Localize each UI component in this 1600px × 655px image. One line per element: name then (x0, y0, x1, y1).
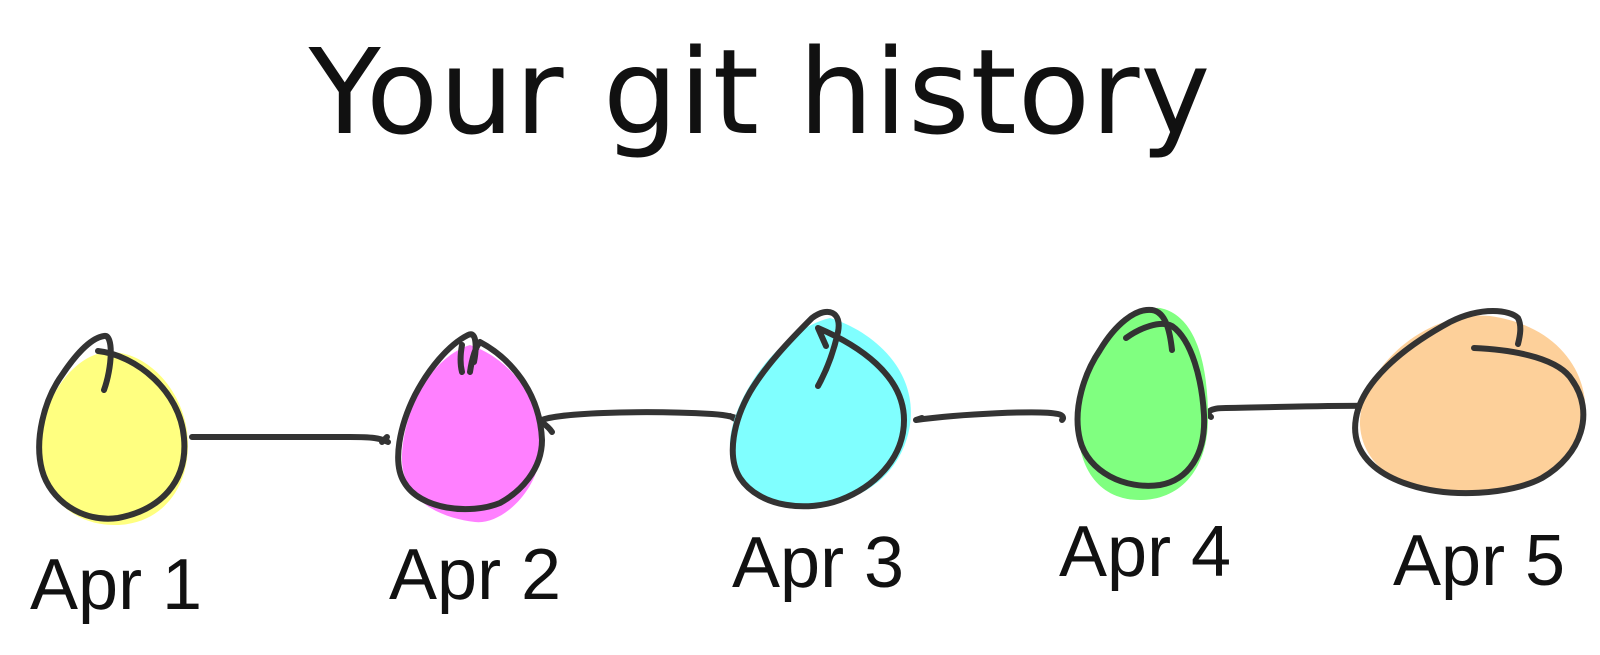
commit-fill-1 (39, 352, 188, 525)
commit-node-3 (729, 308, 911, 510)
commit-label-5: Apr 5 (1393, 521, 1565, 601)
commit-node-4 (1074, 306, 1208, 500)
commit-label-1: Apr 1 (30, 545, 202, 625)
commit-fill-2 (401, 345, 542, 523)
commit-fill-4 (1078, 307, 1208, 500)
commit-node-5 (1352, 308, 1587, 497)
commit-fill-5 (1359, 315, 1586, 495)
commit-node-1 (36, 333, 188, 525)
commit-node-2 (395, 331, 545, 523)
commit-fill-3 (729, 318, 911, 505)
connector-line-2-3 (537, 409, 745, 435)
commit-outline-3 (729, 308, 907, 510)
commit-label-3: Apr 3 (732, 523, 904, 603)
commit-outline-2 (395, 331, 545, 513)
connector-line-3-4 (913, 409, 1066, 423)
commit-label-4: Apr 4 (1059, 512, 1231, 592)
page-title: Your git history (308, 23, 1212, 161)
commit-outline-5 (1352, 308, 1587, 497)
connector-line-1-2 (189, 434, 391, 445)
commit-label-2: Apr 2 (389, 535, 561, 615)
commit-outline-1 (36, 333, 188, 522)
commit-outline-4 (1074, 306, 1208, 489)
